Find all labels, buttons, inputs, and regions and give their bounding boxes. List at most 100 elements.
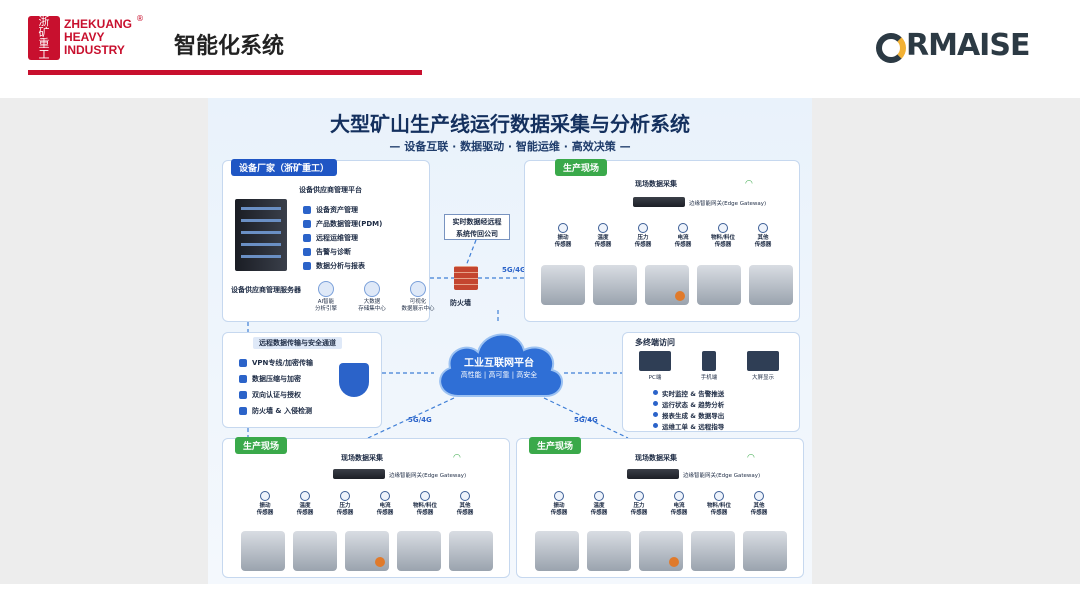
other-sensor-icon xyxy=(758,223,768,233)
list-item: 产品数据管理(PDM) xyxy=(303,217,382,231)
sensor: 压力传感器 xyxy=(623,223,663,249)
logo-glyph: 工 xyxy=(38,48,50,61)
gauge-icon xyxy=(340,491,350,501)
registered-mark: ® xyxy=(136,14,144,23)
machine-row xyxy=(541,265,793,305)
sensor-label: 物料/料位 xyxy=(706,503,731,509)
vendor-feature-list: 设备资产管理 产品数据管理(PDM) 远程运维管理 告警与诊断 数据分析与报表 xyxy=(303,203,382,273)
terminal-feature-list: 实时监控 & 告警推送 运行状态 & 趋势分析 报表生成 & 数据导出 运维工单… xyxy=(653,387,724,431)
list-item-label: 防火墙 & 入侵检测 xyxy=(252,407,312,415)
bullet-icon xyxy=(653,423,658,428)
vendor-sub-systems: AI智能分析引擎 大数据存储集中心 可视化数据展示中心 xyxy=(309,281,435,313)
network-label: 5G/4G xyxy=(574,416,598,424)
sensor: 温度传感器 xyxy=(583,223,623,249)
slide-title: 智能化系统 xyxy=(174,34,285,59)
vendor-panel: 设备厂家（浙矿重工） 设备供应商管理服务器 设备供应商管理平台 设备资产管理 产… xyxy=(222,159,435,322)
multi-terminal-panel: 多终端访问 PC端 手机端 大屏显示 实时监控 & 告警推送 运行状态 & 趋势… xyxy=(622,332,800,432)
level-icon xyxy=(420,491,430,501)
thermometer-icon xyxy=(594,491,604,501)
sensor-label: 传感器 xyxy=(554,242,572,248)
link-line xyxy=(367,397,455,439)
production-tag: 生产现场 xyxy=(529,437,582,454)
collect-title: 现场数据采集 xyxy=(635,454,677,462)
sensor-label: 传感器 xyxy=(256,510,274,516)
gauge-icon xyxy=(634,491,644,501)
device-label: 大屏显示 xyxy=(751,375,774,381)
sensor: 温度传感器 xyxy=(579,491,619,517)
production-tag: 生产现场 xyxy=(555,159,608,176)
gateway-icon xyxy=(633,197,685,207)
pc-icon xyxy=(639,351,671,371)
list-item-label: 数据分析与报表 xyxy=(316,262,365,270)
jaw-crusher-icon xyxy=(241,531,285,571)
sensor: 电流传感器 xyxy=(365,491,405,517)
sensor-label: 传感器 xyxy=(714,242,732,248)
document-icon xyxy=(303,220,311,228)
current-icon xyxy=(674,491,684,501)
list-item: 防火墙 & 入侵检测 xyxy=(239,403,313,419)
production-site-panel: 生产现场 现场数据采集 ◠ 边缘智能网关(Edge Gateway) 振动传感器… xyxy=(524,159,800,322)
sensor: 其他传感器 xyxy=(739,491,779,517)
sensor: 压力传感器 xyxy=(619,491,659,517)
zhekuang-logo-icon: 浙 矿 重 工 xyxy=(28,16,60,60)
sensor-label: 振动 xyxy=(553,503,565,509)
sensor-label: 传感器 xyxy=(630,510,648,516)
production-site-panel: 生产现场 现场数据采集 ◠ 边缘智能网关(Edge Gateway) 振动传感器… xyxy=(516,437,804,578)
bullet-icon xyxy=(653,412,658,417)
sensor-label: 其他 xyxy=(459,503,471,509)
zhekuang-wordmark: ZHEKUANG HEAVY INDUSTRY xyxy=(64,18,132,57)
sub-label: 大数据 xyxy=(363,299,381,305)
production-tag: 生产现场 xyxy=(235,437,288,454)
sensor-label: 传感器 xyxy=(710,510,728,516)
sub-system: 大数据存储集中心 xyxy=(355,281,389,313)
list-item-label: VPN专线/加密传输 xyxy=(252,359,313,367)
list-item: 实时监控 & 告警推送 xyxy=(653,387,724,398)
sensor-label: 温度 xyxy=(299,503,311,509)
sensor-row: 振动传感器 温度传感器 压力传感器 电流传感器 物料/料位传感器 其他传感器 xyxy=(245,491,485,517)
wordmark-line: INDUSTRY xyxy=(64,43,125,57)
sub-system: AI智能分析引擎 xyxy=(309,281,343,313)
firewall-icon xyxy=(454,266,478,290)
sensor-label: 传感器 xyxy=(550,510,568,516)
sensor-label: 压力 xyxy=(633,503,645,509)
feeder-icon xyxy=(449,531,493,571)
wrench-icon xyxy=(303,234,311,242)
sensor-label: 电流 xyxy=(677,235,689,241)
sub-label: AI智能 xyxy=(317,299,335,305)
vendor-server-label: 设备供应商管理服务器 xyxy=(231,286,301,294)
list-item-label: 数据压缩与加密 xyxy=(252,375,301,383)
sensor-label: 物料/料位 xyxy=(710,235,735,241)
list-item-label: 设备资产管理 xyxy=(316,206,358,214)
sensor: 物料/料位传感器 xyxy=(699,491,739,517)
cone-crusher-icon xyxy=(293,531,337,571)
machine-row xyxy=(535,531,787,571)
sensor-label: 物料/料位 xyxy=(412,503,437,509)
sensor: 温度传感器 xyxy=(285,491,325,517)
machine-row xyxy=(241,531,493,571)
conveyor-icon xyxy=(743,531,787,571)
list-item-label: 告警与诊断 xyxy=(316,248,351,256)
cloud-icon xyxy=(439,333,563,397)
asset-icon xyxy=(303,206,311,214)
wifi-icon: ◠ xyxy=(453,453,461,463)
secure-channel-title: 远程数据传输与安全通道 xyxy=(253,337,342,349)
relay-label: 实时数据经远程 xyxy=(452,218,502,226)
server-icon xyxy=(235,199,287,271)
sensor-label: 压力 xyxy=(637,235,649,241)
vpn-icon xyxy=(239,359,247,367)
sensor-label: 电流 xyxy=(673,503,685,509)
sub-system: 可视化数据展示中心 xyxy=(401,281,435,313)
sensor-label: 传感器 xyxy=(754,242,772,248)
list-item: 双向认证与授权 xyxy=(239,387,313,403)
current-icon xyxy=(380,491,390,501)
sand-maker-icon xyxy=(639,531,683,571)
list-item-label: 双向认证与授权 xyxy=(252,391,301,399)
other-sensor-icon xyxy=(460,491,470,501)
network-label: 5G/4G xyxy=(502,266,526,274)
sensor: 电流传感器 xyxy=(663,223,703,249)
device-row: PC端 手机端 大屏显示 xyxy=(639,351,779,381)
link-line xyxy=(465,239,477,267)
sub-label: 数据展示中心 xyxy=(401,306,435,312)
gateway-label: 边缘智能网关(Edge Gateway) xyxy=(389,473,467,479)
device: 大屏显示 xyxy=(747,351,779,381)
